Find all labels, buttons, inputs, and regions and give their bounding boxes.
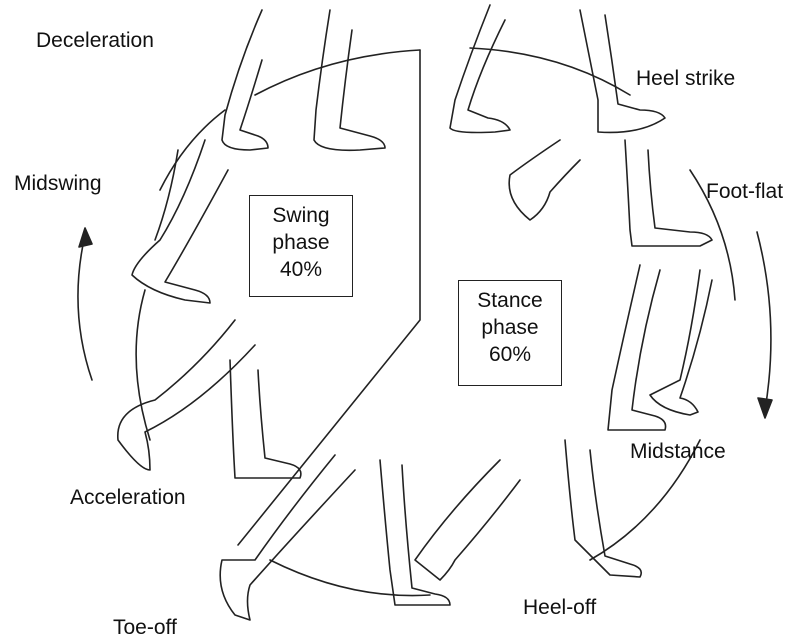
label-heel-off: Heel-off bbox=[523, 597, 596, 618]
leg-acceleration-2 bbox=[230, 360, 301, 478]
left-cycle-arrow bbox=[78, 235, 92, 380]
phase-divider-line bbox=[238, 50, 420, 545]
label-toe-off: Toe-off bbox=[113, 617, 177, 638]
cycle-circle-arc-top-left bbox=[160, 110, 225, 190]
cycle-circle-arc-top-right bbox=[470, 48, 630, 95]
leg-midstance-2 bbox=[650, 270, 712, 415]
label-deceleration: Deceleration bbox=[36, 30, 154, 51]
label-acceleration: Acceleration bbox=[70, 487, 186, 508]
swing-phase-box: Swing phase 40% bbox=[249, 195, 353, 297]
leg-heeloff-3 bbox=[380, 460, 450, 605]
label-midstance: Midstance bbox=[630, 441, 726, 462]
cycle-circle-arc-top bbox=[255, 50, 420, 95]
label-heel-strike: Heel strike bbox=[636, 68, 735, 89]
leg-midswing-1 bbox=[132, 140, 228, 303]
stance-phase-line1: Stance bbox=[459, 287, 561, 314]
cycle-circle-arc-left bbox=[136, 290, 150, 440]
right-cycle-arrowhead bbox=[758, 398, 772, 418]
stance-phase-line2: phase bbox=[459, 314, 561, 341]
leg-midstance-1 bbox=[608, 265, 666, 430]
leg-deceleration-2 bbox=[314, 10, 385, 150]
label-midswing: Midswing bbox=[14, 173, 102, 194]
stance-phase-line3: 60% bbox=[459, 341, 561, 368]
swing-phase-line3: 40% bbox=[250, 256, 352, 283]
leg-footflat-1 bbox=[509, 140, 580, 220]
leg-toeoff-1 bbox=[220, 455, 355, 620]
label-foot-flat: Foot-flat bbox=[706, 181, 783, 202]
stance-phase-box: Stance phase 60% bbox=[458, 280, 562, 386]
leg-acceleration-1 bbox=[118, 320, 255, 470]
swing-phase-line2: phase bbox=[250, 229, 352, 256]
leg-deceleration-1 bbox=[222, 10, 268, 150]
leg-footflat-2 bbox=[625, 140, 712, 246]
swing-phase-line1: Swing bbox=[250, 202, 352, 229]
leg-heeloff-2 bbox=[415, 460, 520, 580]
cycle-circle-arc-bottom bbox=[270, 560, 430, 596]
leg-heelstrike-1 bbox=[450, 5, 510, 133]
right-cycle-arrow bbox=[757, 232, 771, 410]
left-cycle-arrowhead bbox=[79, 228, 92, 247]
